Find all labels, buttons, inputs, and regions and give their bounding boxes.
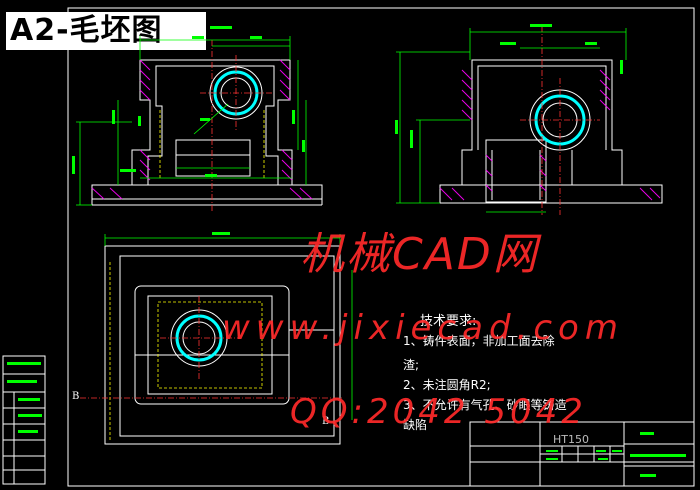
- side-centerlines: [520, 26, 600, 215]
- front-hatch: [91, 59, 313, 200]
- requirement-2: 2、未注圆角R2;: [403, 378, 491, 392]
- front-hidden: [159, 110, 265, 180]
- requirements-title: 技术要求:: [420, 314, 477, 329]
- section-label-b: B: [72, 391, 80, 402]
- dimension-text: [72, 24, 623, 235]
- top-view: [104, 245, 341, 445]
- title-block: [469, 421, 695, 487]
- top-centerlines: [80, 296, 344, 399]
- side-dimensions: [396, 28, 627, 213]
- drawing-frame: [67, 7, 695, 487]
- front-view: [91, 59, 323, 206]
- left-table-text: [7, 362, 42, 433]
- requirement-1: 1、铸件表面，非加工面去除: [403, 334, 555, 348]
- front-dimensions: [76, 36, 307, 206]
- material-label: HT150: [553, 433, 589, 446]
- top-dimensions: [104, 234, 353, 420]
- requirement-3-cont: 缺陷: [403, 418, 428, 432]
- left-side-table: [2, 355, 46, 485]
- title-block-text: [546, 432, 686, 477]
- requirement-1-cont: 渣;: [403, 358, 420, 372]
- top-hidden: [109, 262, 263, 440]
- front-centerlines: [200, 40, 272, 212]
- page-title: A2-毛坯图: [6, 12, 206, 50]
- side-hatch: [439, 69, 661, 201]
- side-view: [439, 59, 663, 204]
- section-label-b-right: B: [322, 416, 330, 427]
- requirement-3: 3、不允许有气孔、砂眼等铸造: [403, 398, 567, 412]
